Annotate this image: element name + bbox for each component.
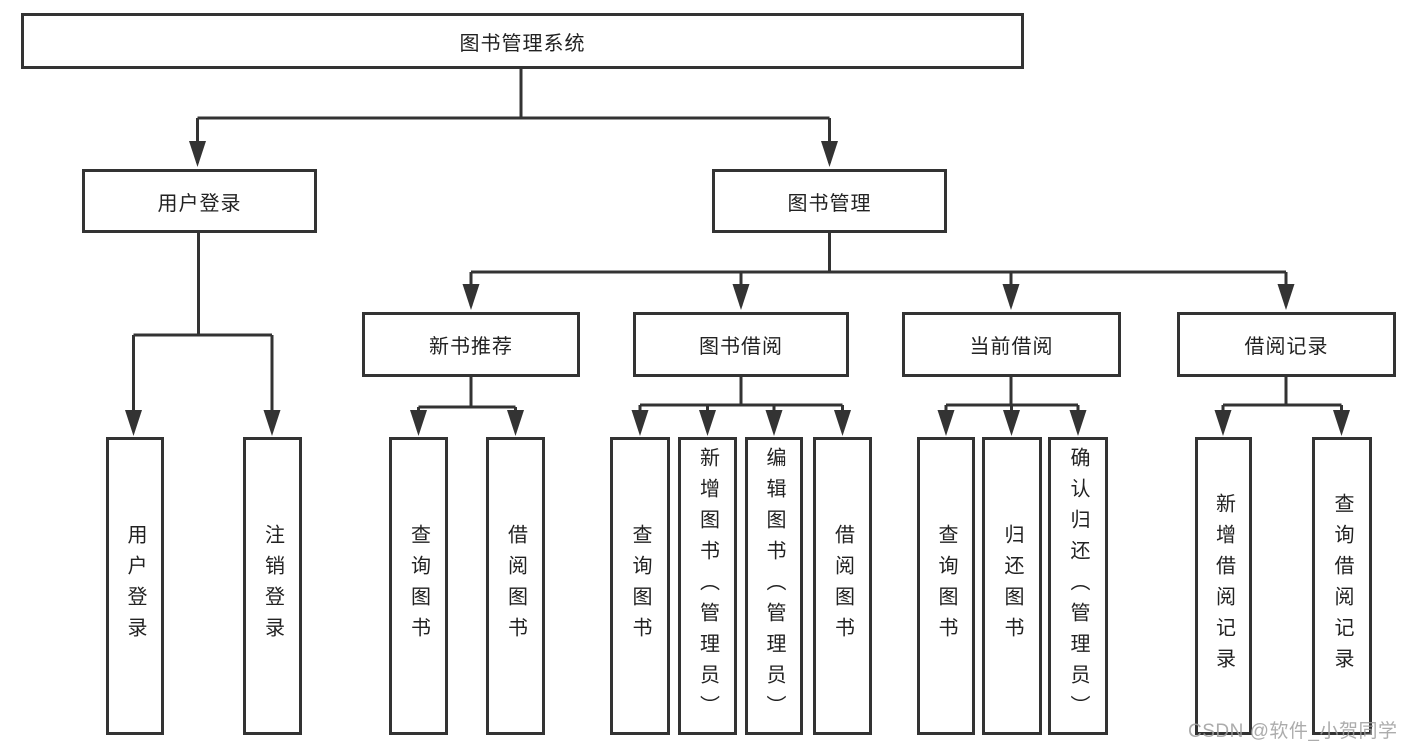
node-book-borrow: 图书借阅: [633, 312, 849, 377]
leaf-current-query-books: 查询图书: [917, 437, 975, 735]
node-new-book-recommend: 新书推荐: [362, 312, 580, 377]
leaf-current-confirm-return-admin: 确认归还（管理员）: [1048, 437, 1108, 735]
leaf-user-login: 用户登录: [106, 437, 164, 735]
node-system-root: 图书管理系统: [21, 13, 1024, 69]
node-borrow-records: 借阅记录: [1177, 312, 1396, 377]
leaf-user-logout: 注销登录: [243, 437, 302, 735]
leaf-borrow-borrow-books: 借阅图书: [813, 437, 872, 735]
node-book-management-branch: 图书管理: [712, 169, 947, 233]
leaf-borrow-add-books-admin: 新增图书（管理员）: [678, 437, 737, 735]
leaf-current-return-books: 归还图书: [982, 437, 1042, 735]
leaf-records-add-record: 新增借阅记录: [1195, 437, 1252, 735]
node-current-borrow: 当前借阅: [902, 312, 1121, 377]
node-user-login-branch: 用户登录: [82, 169, 317, 233]
leaf-borrow-query-books: 查询图书: [610, 437, 670, 735]
csdn-watermark: CSDN @软件_小贺同学: [1188, 721, 1398, 742]
leaf-borrow-edit-books-admin: 编辑图书（管理员）: [745, 437, 803, 735]
arrowhead-icons: [125, 141, 1350, 436]
leaf-recommend-query-books: 查询图书: [389, 437, 448, 735]
leaf-recommend-borrow-books: 借阅图书: [486, 437, 545, 735]
leaf-records-query-record: 查询借阅记录: [1312, 437, 1372, 735]
